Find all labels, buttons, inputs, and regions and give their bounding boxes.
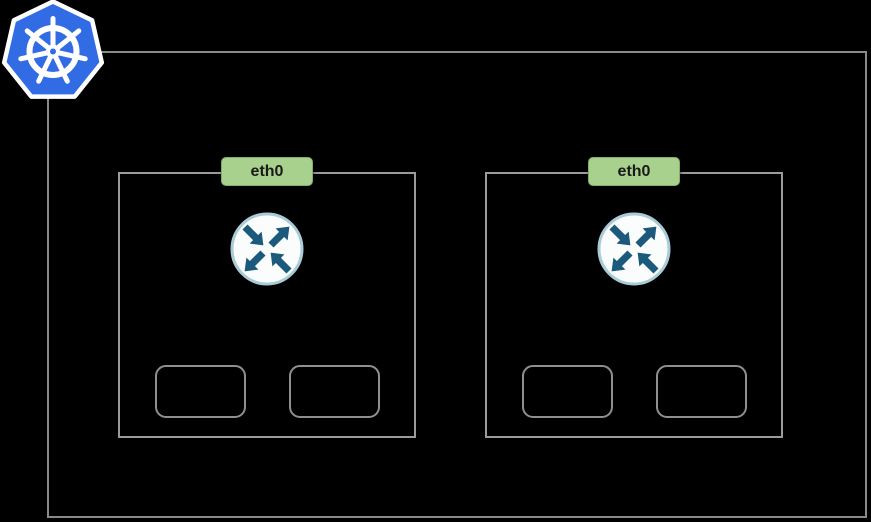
router-icon bbox=[597, 212, 671, 286]
router-circle bbox=[230, 212, 304, 286]
router-arrows bbox=[242, 224, 292, 274]
container-box bbox=[655, 365, 747, 418]
container-box bbox=[154, 365, 246, 418]
helm-wheel-ring bbox=[26, 25, 80, 78]
router-icon bbox=[230, 212, 304, 286]
helm-wheel-hub-center bbox=[50, 48, 56, 55]
container-box bbox=[521, 365, 613, 418]
container-box bbox=[288, 365, 380, 418]
pod-2: eth0 bbox=[485, 157, 783, 438]
pod-1: eth0 bbox=[118, 157, 416, 438]
router-arrows bbox=[609, 224, 659, 274]
cluster-node-boundary bbox=[47, 51, 867, 518]
kubernetes-logo-icon bbox=[1, 0, 105, 99]
eth0-interface-badge: eth0 bbox=[221, 157, 313, 186]
router-circle bbox=[597, 212, 671, 286]
container-row bbox=[120, 365, 414, 418]
eth0-interface-badge: eth0 bbox=[588, 157, 680, 186]
container-row bbox=[487, 365, 781, 418]
